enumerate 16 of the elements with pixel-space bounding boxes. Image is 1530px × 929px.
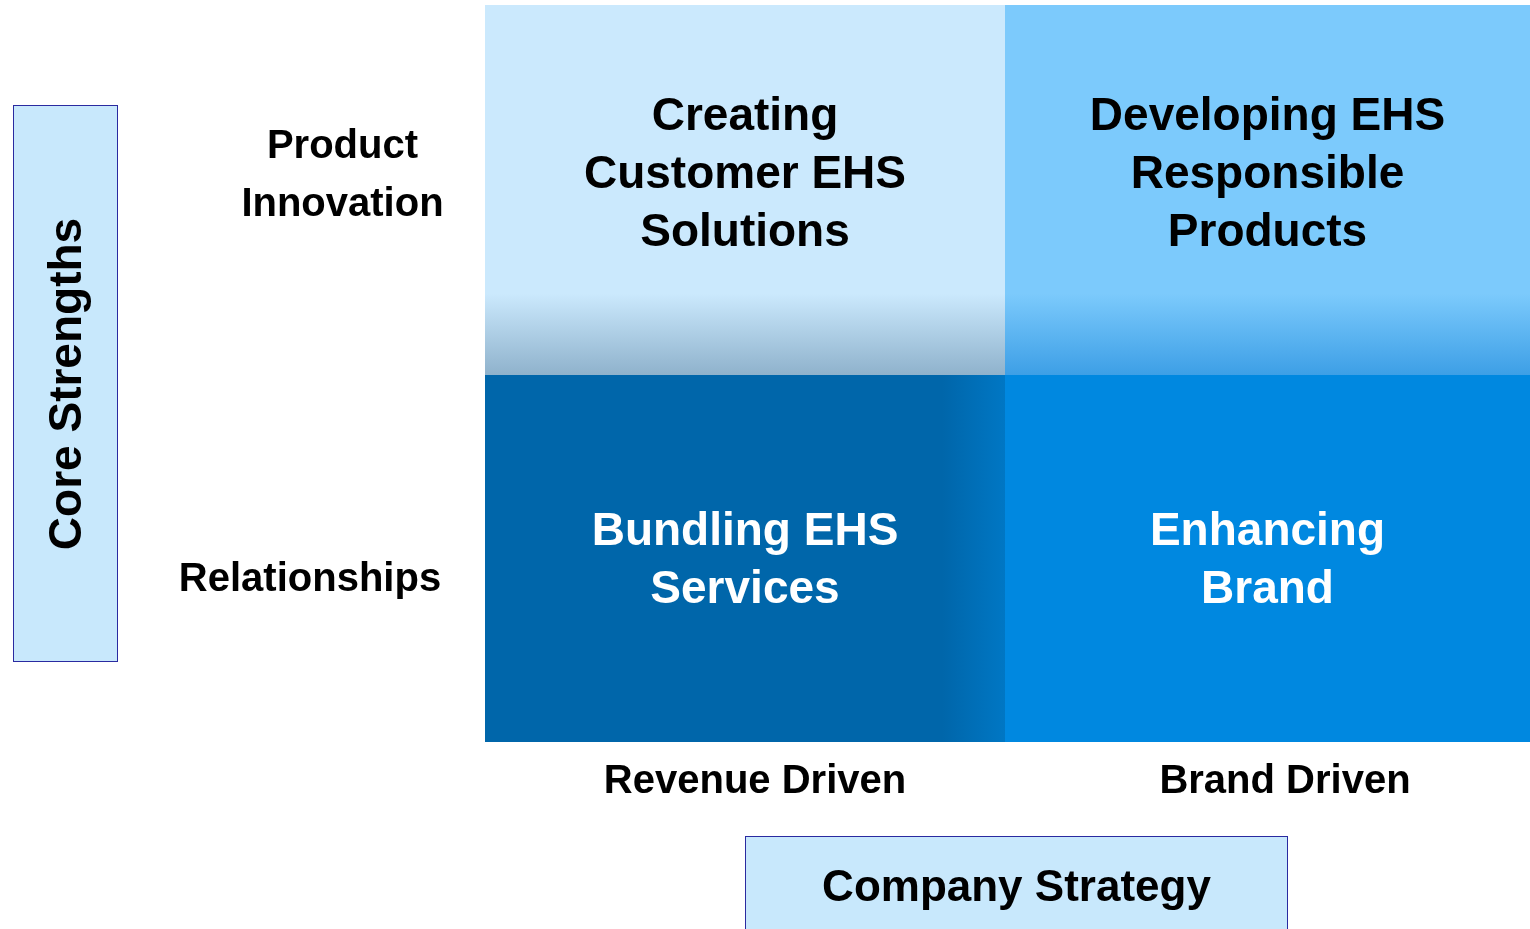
quadrant-label: Creating Customer EHS Solutions [582,87,908,258]
row-label: Product Innovation [240,121,445,226]
column-label: Revenue Driven [602,756,908,803]
quadrant [1005,5,1530,375]
quadrant-label: Developing EHS Responsible Products [1088,87,1447,258]
row-label: Relationships [177,554,443,601]
quadrant-label: Bundling EHS Services [590,502,900,615]
quadrant-label: Enhancing Brand [1148,502,1387,615]
quadrant [485,375,1005,742]
quadrant [1005,375,1530,742]
axis-title: Core Strengths [38,217,93,550]
column-label: Brand Driven [1158,756,1412,803]
axis-title-box [745,836,1288,929]
quadrant [485,5,1005,375]
axis-title: Company Strategy [822,860,1211,912]
axis-title-box [13,105,118,662]
